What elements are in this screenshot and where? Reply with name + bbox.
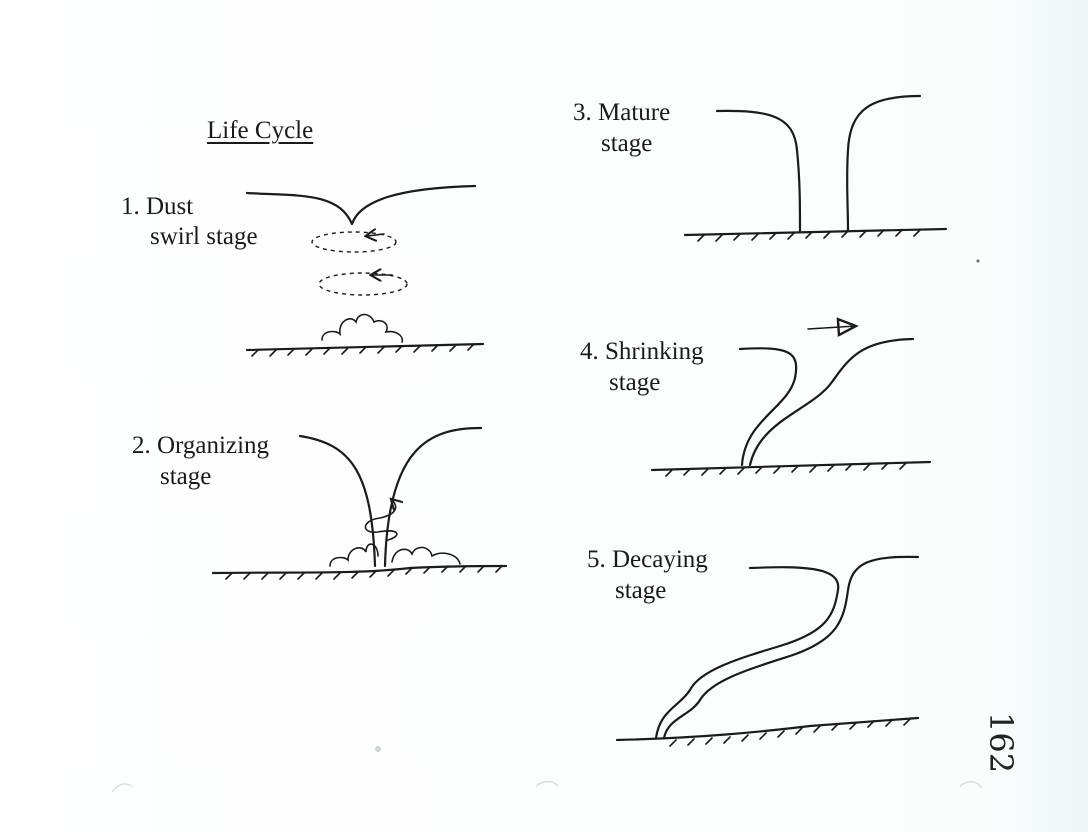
stage-5-ground (615, 716, 920, 747)
scan-speck (375, 746, 381, 752)
stage-3-funnel-left (715, 109, 802, 233)
stage-5-funnel-left (654, 566, 840, 740)
stage-2-rotation-arrow (364, 500, 396, 541)
stage-4-funnel-left (738, 347, 798, 467)
stage-4-funnel-right (748, 337, 915, 467)
stage-4-number: 4. (580, 338, 599, 365)
scan-mark (111, 783, 133, 793)
stage-1-number: 1. (121, 193, 140, 220)
stage-2-line1: Organizing (157, 432, 270, 459)
stage-1-swirl-lower (318, 272, 408, 296)
stage-5-sketch (615, 555, 920, 747)
scan-speck (976, 259, 980, 263)
stage-2-label: 2. Organizing (132, 430, 269, 461)
stage-3-line2: stage (601, 130, 653, 157)
stage-2-line2: stage (160, 463, 212, 490)
stage-2-funnel-left (298, 434, 377, 568)
diagram-title: Life Cycle (207, 117, 314, 144)
stage-1-dust-puff (321, 313, 404, 343)
stage-3-ground (683, 227, 948, 242)
stage-5-number: 5. (587, 546, 606, 573)
stage-1-swirl-upper-arrow (367, 234, 385, 236)
scan-mark (959, 781, 983, 789)
stage-1-ground (245, 342, 485, 357)
stage-1-sketch (245, 184, 485, 357)
stage-5-line1: Decaying (612, 546, 708, 573)
stage-3-number: 3. (573, 99, 592, 126)
stage-3-sketch (683, 94, 948, 242)
stage-5-line2: stage (615, 577, 667, 604)
scan-mark (535, 780, 559, 787)
stage-4-line1: Shrinking (605, 338, 704, 365)
stage-1-line1: Dust (146, 193, 194, 220)
stage-1-line2: swirl stage (150, 223, 258, 250)
stage-2-funnel-right (383, 426, 483, 568)
stage-3-funnel-right (846, 94, 922, 233)
stage-2-number: 2. (132, 432, 151, 459)
stage-1-label: 1. Dust (121, 191, 193, 222)
stage-2-dust-puffs (329, 543, 461, 567)
stage-4-label: 4. Shrinking (580, 336, 704, 367)
stage-3-label: 3. Mature (573, 97, 670, 128)
stage-4-sketch (650, 326, 932, 477)
stage-2-sketch (211, 426, 508, 580)
stage-1-cloud-base (245, 184, 477, 226)
stage-4-line2: stage (609, 369, 661, 396)
stage-5-label: 5. Decaying (587, 544, 708, 575)
stage-4-ground (650, 460, 932, 477)
stage-3-line1: Mature (598, 99, 671, 126)
stage-5-funnel-right (662, 555, 920, 740)
stage-1-swirl-upper (311, 231, 397, 253)
stage-2-ground (211, 564, 508, 580)
stage-4-motion-arrow (807, 326, 856, 329)
